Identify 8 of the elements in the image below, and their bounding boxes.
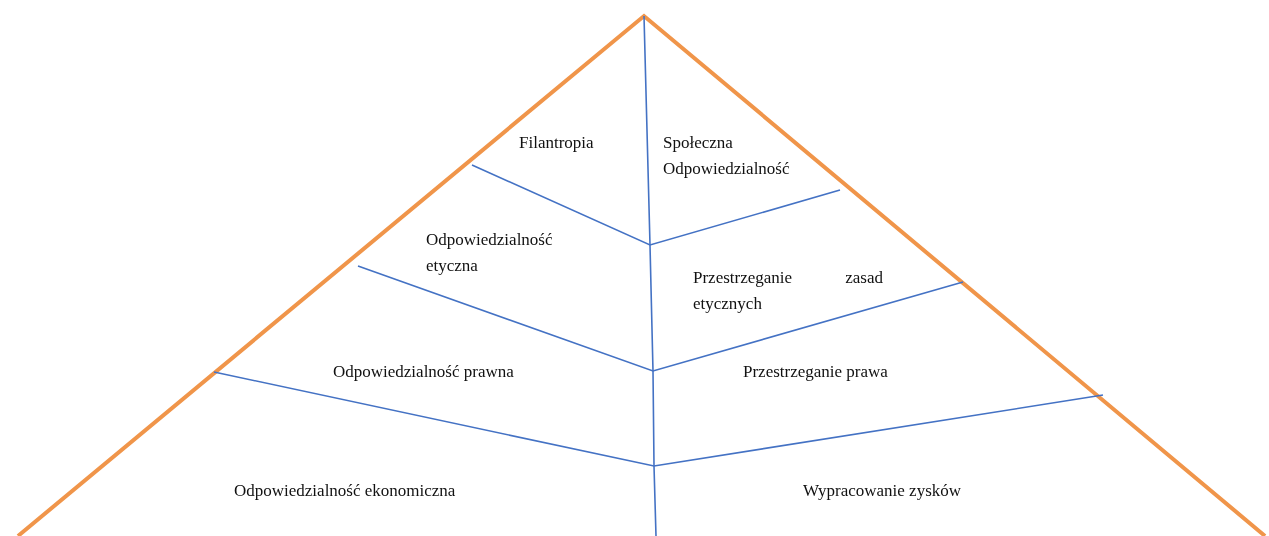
level-label: Przestrzeganie zasad etycznych: [693, 267, 883, 315]
level-label: Wypracowanie zysków: [803, 480, 963, 502]
level-label: Przestrzeganie prawa: [743, 361, 889, 383]
level-label: Odpowiedzialność prawna: [333, 361, 515, 383]
level-label: Społeczna Odpowiedzialność: [663, 132, 791, 180]
level-label: Odpowiedzialność etyczna: [426, 229, 554, 277]
level-label: Filantropia: [519, 132, 595, 154]
level-label: Odpowiedzialność ekonomiczna: [234, 480, 457, 502]
